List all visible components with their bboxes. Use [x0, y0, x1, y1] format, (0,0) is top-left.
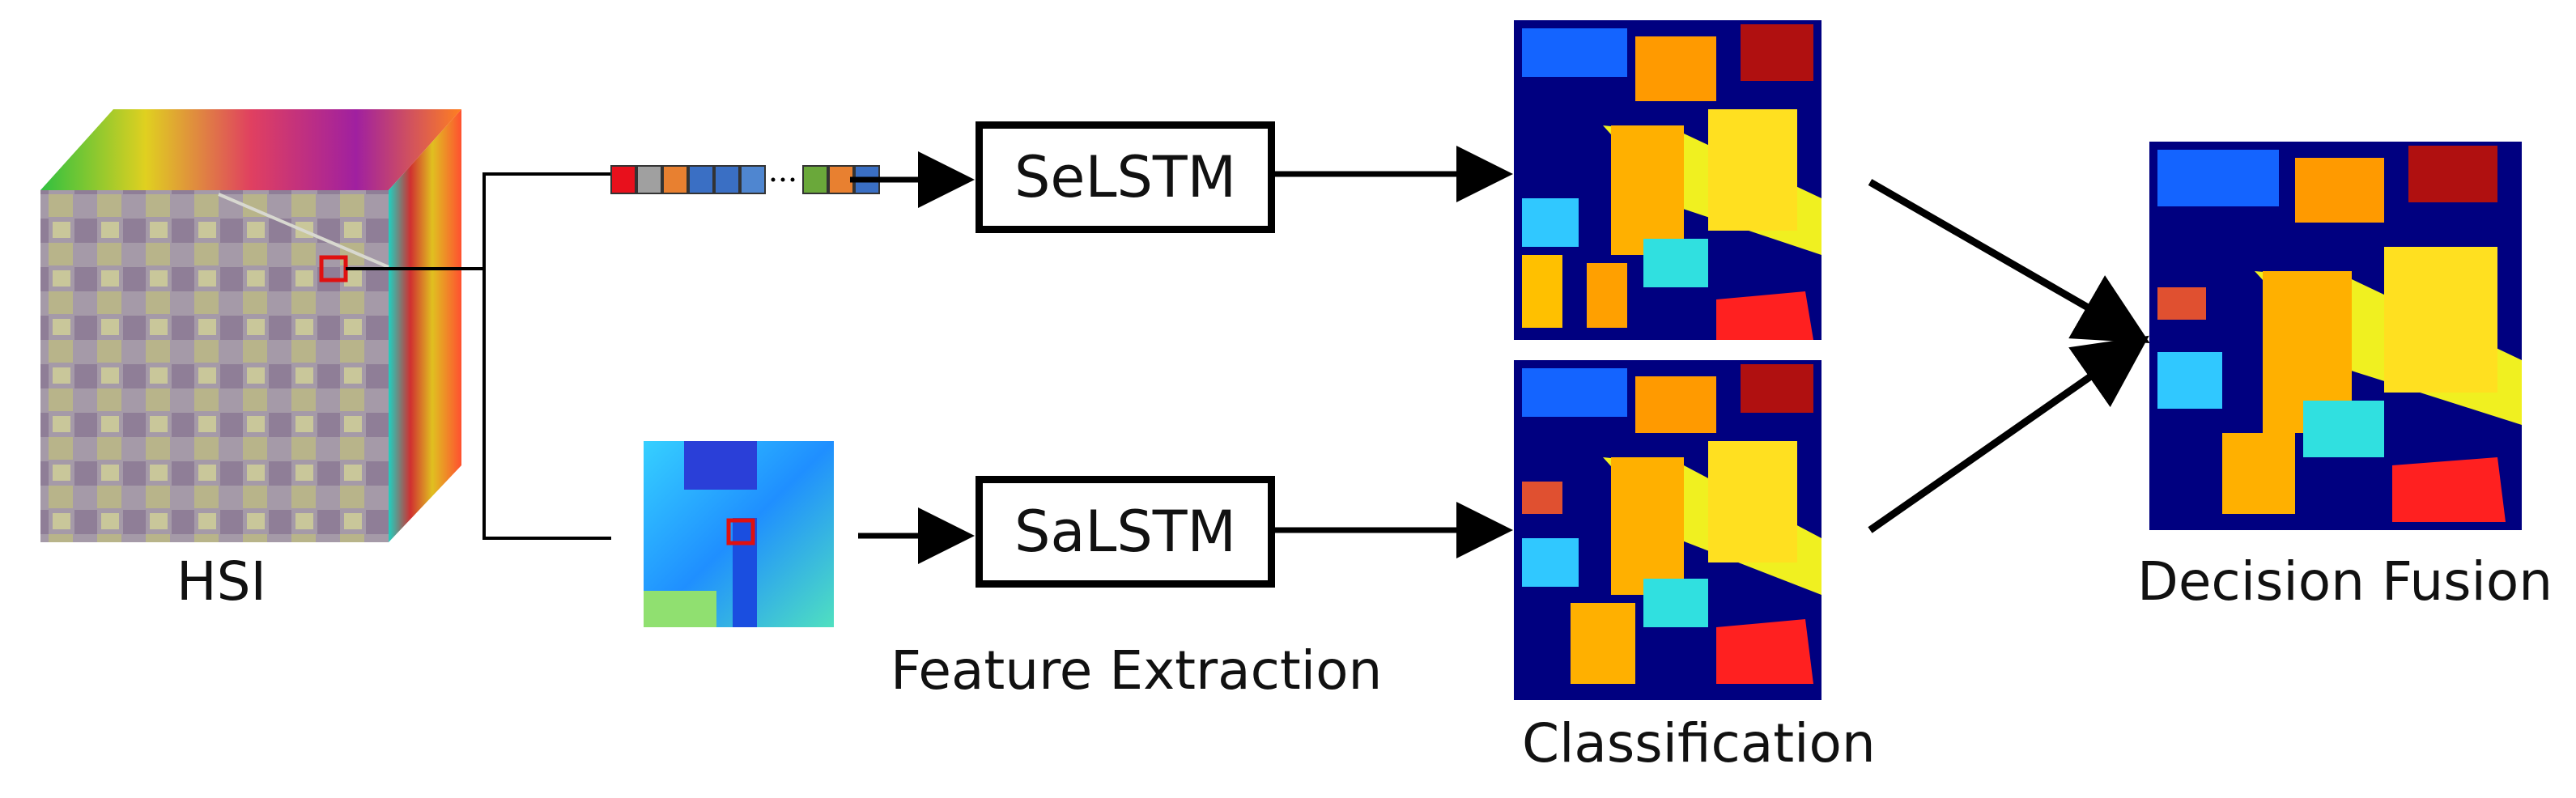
arrow-fusion-top — [1868, 179, 2150, 343]
patch-pixel-highlight — [726, 518, 755, 545]
hsi-cube — [40, 109, 461, 542]
hsi-label: HSI — [176, 550, 266, 613]
feature-extraction-label: Feature Extraction — [891, 639, 1383, 702]
hsi-image — [40, 190, 389, 542]
hsi-cube-top — [40, 109, 461, 190]
spectral-band-cell — [714, 165, 740, 194]
spectral-band-cell — [802, 165, 828, 194]
spectral-band-cell — [740, 165, 766, 194]
selstm-box: SeLSTM — [976, 121, 1275, 233]
spatial-patch — [644, 441, 834, 627]
sequence-ellipsis-dot — [771, 177, 776, 182]
road-line — [218, 193, 389, 269]
patch-region — [644, 591, 716, 627]
decision-fusion-map — [2149, 142, 2522, 530]
salstm-box: SaLSTM — [976, 476, 1275, 588]
sequence-ellipsis-dot — [790, 177, 795, 182]
sequence-ellipsis-dot — [780, 177, 785, 182]
decision-fusion-label: Decision Fusion — [2137, 550, 2553, 613]
spectral-band-cell — [610, 165, 636, 194]
spectral-band-cell — [662, 165, 688, 194]
spectral-band-cell — [688, 165, 714, 194]
split-connector — [346, 172, 611, 540]
spectral-band-cell — [636, 165, 662, 194]
classification-label: Classification — [1522, 712, 1876, 775]
spectral-band-cell — [828, 165, 854, 194]
spatial-classification-map — [1514, 360, 1821, 700]
spectral-sequence — [610, 165, 880, 194]
patch-region — [684, 441, 757, 490]
hsi-cube-side — [389, 109, 461, 542]
arrow-fusion-bottom — [1868, 335, 2149, 533]
spectral-classification-map — [1514, 20, 1821, 340]
